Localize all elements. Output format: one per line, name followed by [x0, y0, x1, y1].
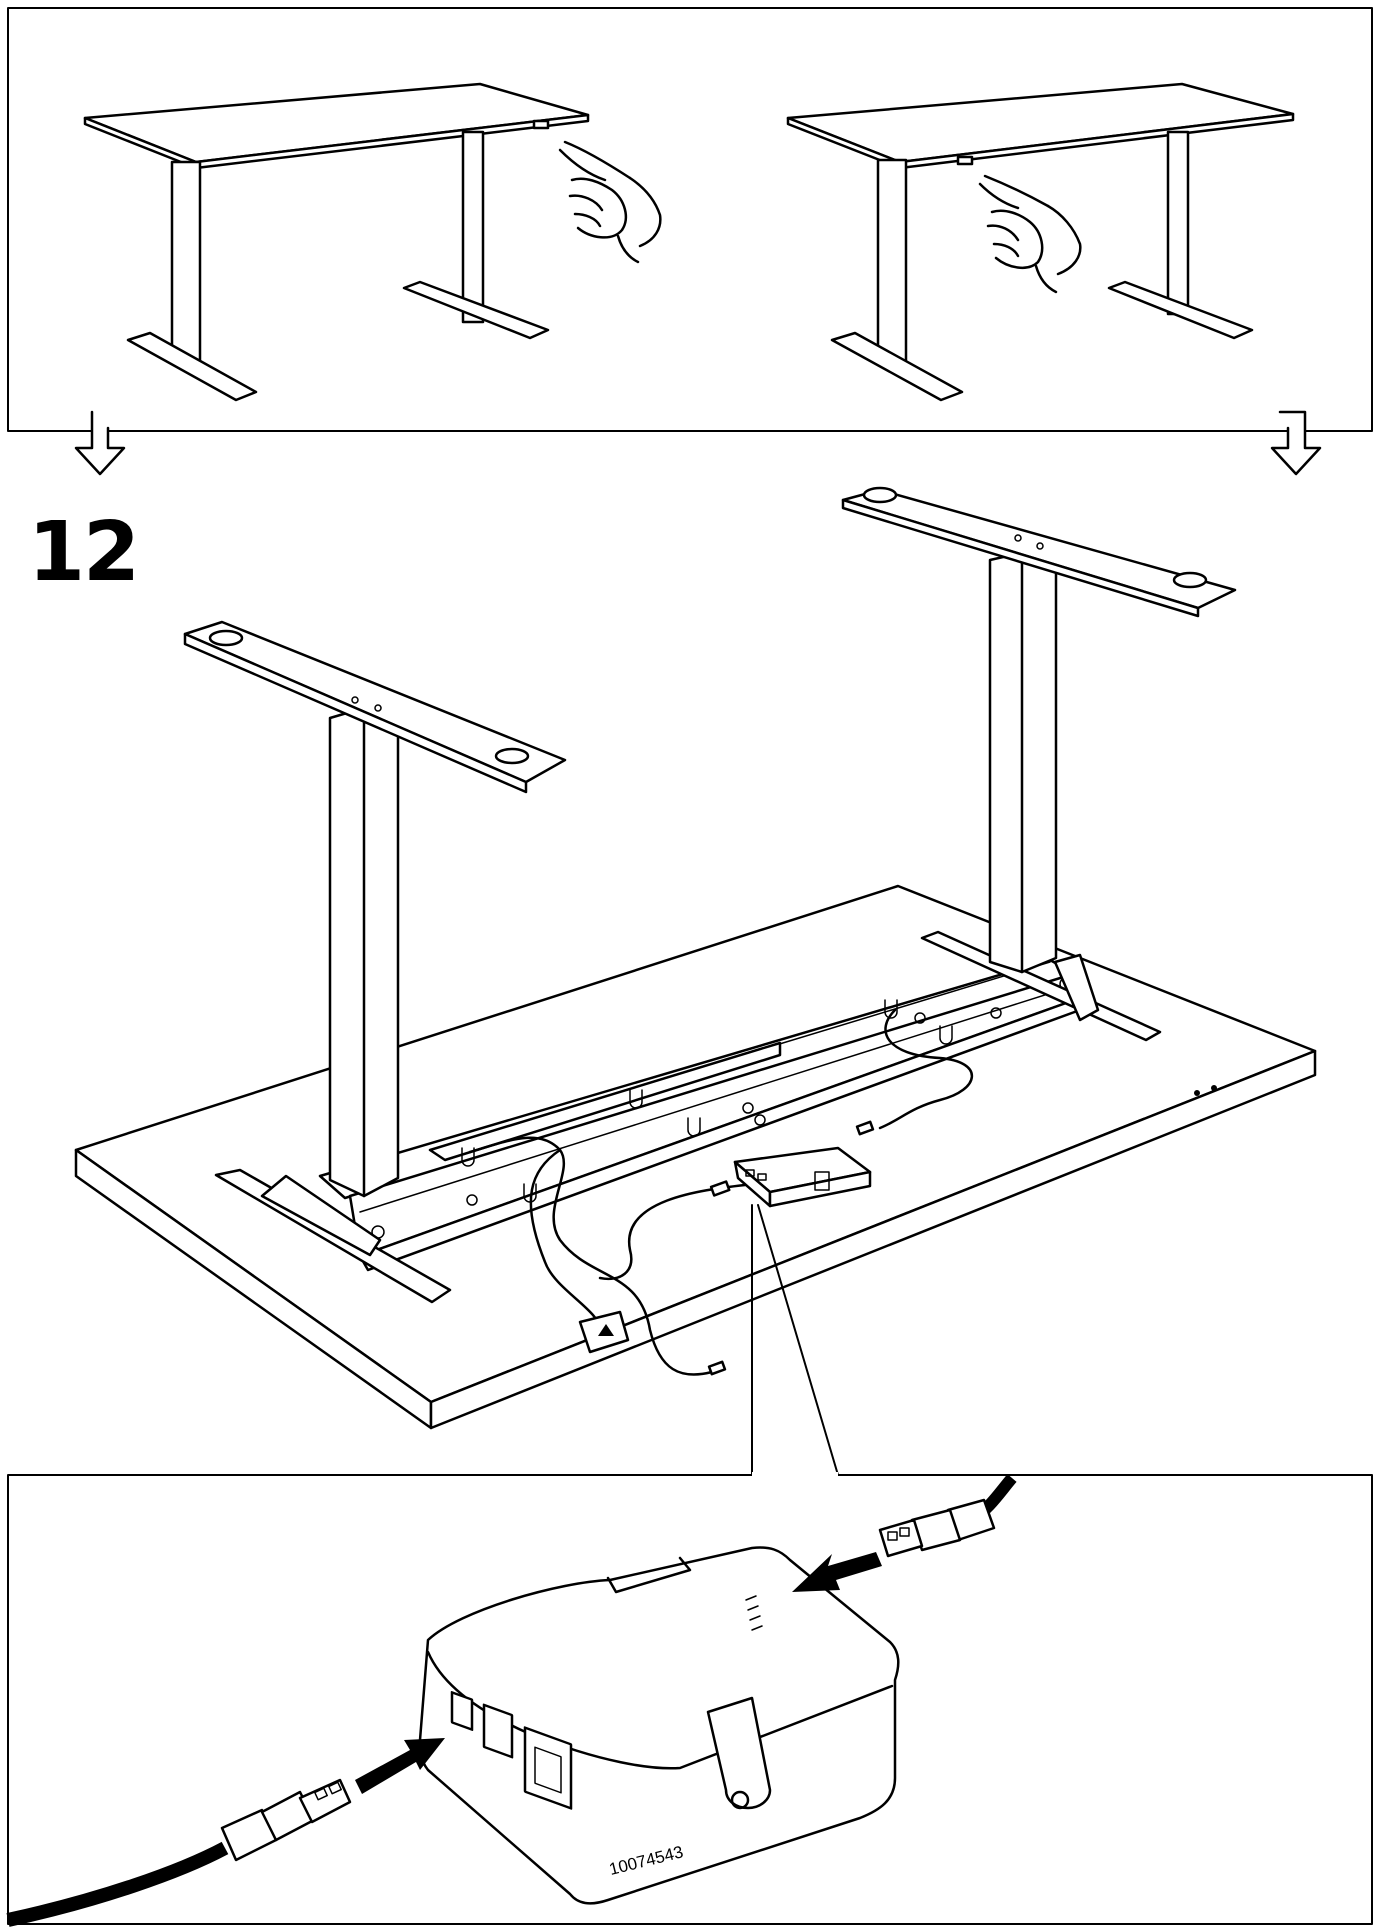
arrow-down-left-icon: [74, 410, 126, 476]
step-number: 12: [28, 505, 140, 600]
zoom-line-right: [757, 1204, 839, 1476]
main-assembly: [74, 486, 1317, 1476]
desktop-slab: [74, 884, 1317, 1430]
desk-right: [786, 82, 1295, 402]
detail-panel: [6, 1472, 1373, 1927]
arrow-left-icon: [792, 1552, 882, 1592]
detail-panel-frame: [7, 1474, 1373, 1925]
arrow-down-right-icon: [1270, 410, 1322, 476]
plug-right: [878, 1474, 1017, 1558]
hand-right: [978, 174, 1082, 294]
plug-left: [6, 1778, 352, 1927]
cables: [468, 1008, 974, 1376]
hand-left: [558, 140, 662, 264]
desk-left: [83, 82, 590, 402]
leg-left: [183, 620, 567, 1198]
control-box-large: [418, 1546, 900, 1905]
arrow-right-icon: [355, 1738, 445, 1794]
top-panel-frame: [7, 7, 1373, 432]
foot-right-base: [920, 930, 1162, 1042]
control-box-small: [733, 1146, 872, 1208]
top-panel: [7, 7, 1373, 476]
leg-right: [841, 486, 1237, 974]
